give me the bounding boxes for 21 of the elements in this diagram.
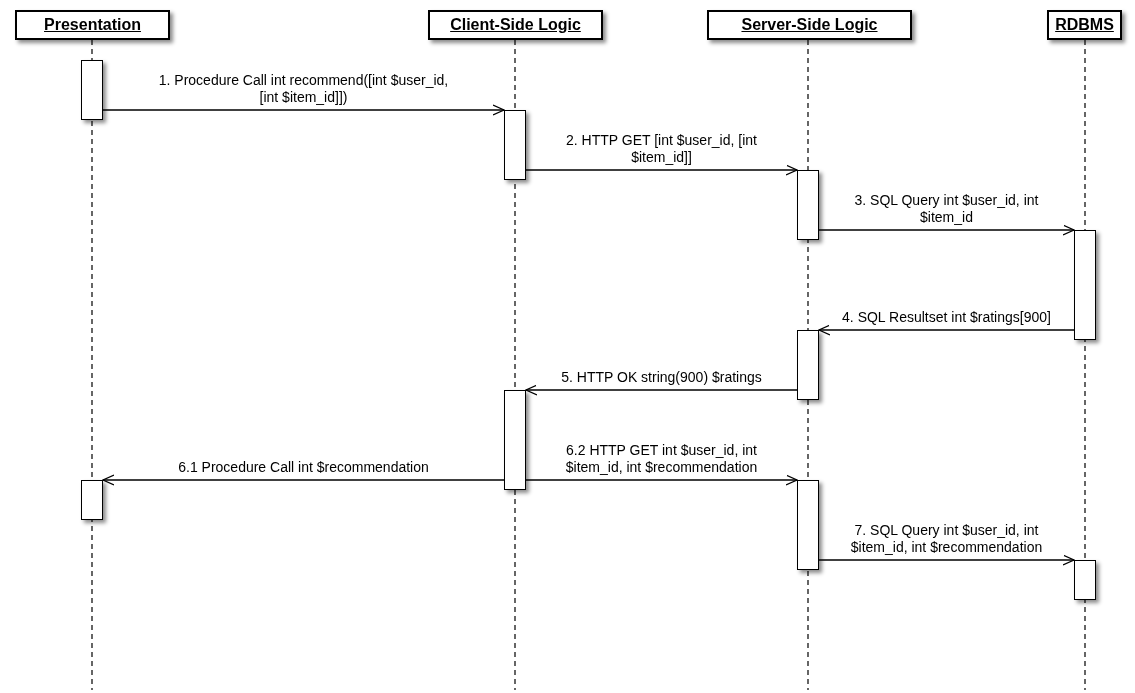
participant-box: Client-Side Logic [428, 10, 603, 40]
participant-box: RDBMS [1047, 10, 1122, 40]
participant-box: Server-Side Logic [707, 10, 912, 40]
participant-box: Presentation [15, 10, 170, 40]
arrow [818, 324, 1075, 336]
activation-bar [797, 480, 819, 570]
activation-bar [504, 390, 526, 490]
activation-bar [797, 330, 819, 400]
activation-bar [81, 60, 103, 120]
activation-bar [81, 480, 103, 520]
arrow [525, 384, 798, 396]
arrow [525, 164, 798, 176]
activation-bar [1074, 560, 1096, 600]
activation-bar [504, 110, 526, 180]
arrow [525, 474, 798, 486]
arrow [102, 104, 505, 116]
activation-bar [1074, 230, 1096, 340]
arrow [818, 554, 1075, 566]
activation-bar [797, 170, 819, 240]
arrow [818, 224, 1075, 236]
arrow [102, 474, 505, 486]
